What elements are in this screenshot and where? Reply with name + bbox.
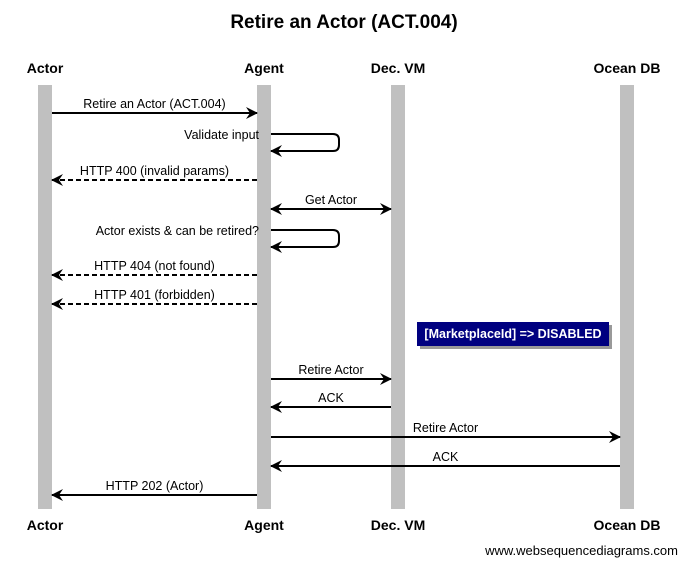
message: Validate input	[184, 128, 340, 157]
participant-actor-bottom: Actor	[27, 517, 64, 533]
message: ACK	[270, 391, 391, 413]
message: HTTP 400 (invalid params)	[51, 164, 257, 186]
participant-db-bottom: Ocean DB	[594, 517, 661, 533]
message-label: HTTP 401 (forbidden)	[94, 288, 215, 302]
message-label: HTTP 404 (not found)	[94, 259, 215, 273]
diagram-title: Retire an Actor (ACT.004)	[230, 12, 457, 33]
message-label: ACK	[433, 450, 459, 464]
participant-dvm-bottom: Dec. VM	[371, 517, 425, 533]
self-message-arrow	[270, 229, 340, 253]
message-label: Actor exists & can be retired?	[96, 224, 259, 238]
participant-db-top: Ocean DB	[594, 60, 661, 76]
message-label: ACK	[318, 391, 344, 405]
message-label: Retire Actor	[298, 363, 363, 377]
message: Retire Actor	[271, 363, 392, 385]
message: ACK	[270, 450, 620, 472]
messages: Retire an Actor (ACT.004) Validate inputH…	[51, 97, 621, 501]
message: Retire Actor	[271, 421, 621, 443]
note-label: [MarketplaceId] => DISABLED	[424, 327, 601, 341]
message-label: HTTP 202 (Actor)	[106, 479, 204, 493]
note-box	[417, 322, 609, 346]
message-label: Retire Actor	[413, 421, 478, 435]
message: HTTP 404 (not found)	[51, 259, 257, 281]
lifeline-db	[620, 85, 634, 509]
message-label: Validate input	[184, 128, 259, 142]
message-label: Get Actor	[305, 193, 357, 207]
participant-agent-top: Agent	[244, 60, 284, 76]
lifeline-dvm	[391, 85, 405, 509]
message: Get Actor	[270, 193, 392, 215]
message: Retire an Actor (ACT.004)	[52, 97, 258, 119]
watermark: www.websequencediagrams.com	[484, 543, 678, 558]
self-message-arrow	[270, 133, 340, 157]
lifeline-agent	[257, 85, 271, 509]
message: HTTP 202 (Actor)	[51, 479, 257, 501]
note: [MarketplaceId] => DISABLED	[417, 322, 612, 349]
message-label: Retire an Actor (ACT.004)	[83, 97, 225, 111]
message-label: HTTP 400 (invalid params)	[80, 164, 229, 178]
lifeline-actor	[38, 85, 52, 509]
message: HTTP 401 (forbidden)	[51, 288, 257, 310]
participant-actor-top: Actor	[27, 60, 64, 76]
participant-dvm-top: Dec. VM	[371, 60, 425, 76]
message: Actor exists & can be retired?	[96, 224, 340, 253]
participant-agent-bottom: Agent	[244, 517, 284, 533]
